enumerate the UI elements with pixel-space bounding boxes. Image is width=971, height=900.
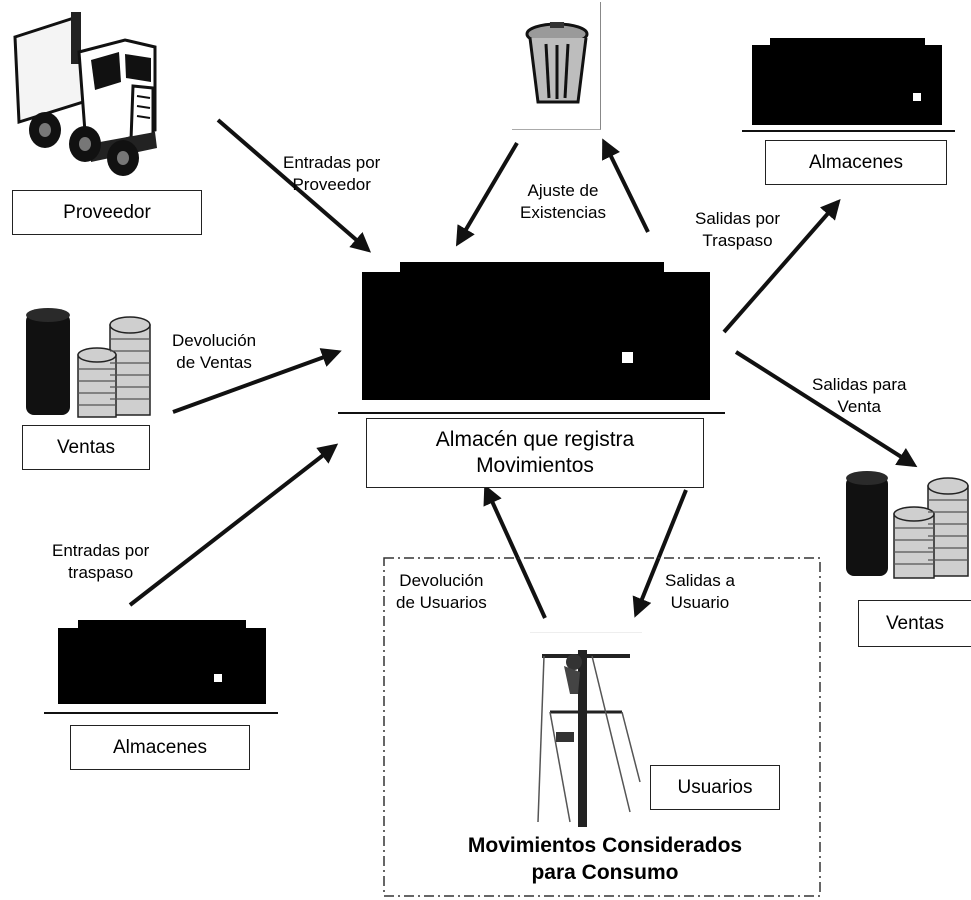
almacenes-top-ground bbox=[742, 130, 955, 132]
edge-label-entradas-traspaso: Entradas por traspaso bbox=[52, 541, 150, 583]
center-box: Almacén que registra Movimientos bbox=[366, 418, 704, 488]
arrow-ventas-to-center bbox=[172, 348, 342, 414]
center-warehouse-building bbox=[362, 272, 710, 400]
edge-label-ajuste: Ajuste de Existencias bbox=[520, 181, 606, 223]
truck-icon bbox=[13, 12, 157, 176]
edge-label-salidas-venta: Salidas para Venta bbox=[812, 375, 907, 417]
arrow-center-to-trash bbox=[602, 138, 650, 233]
ventas-left-box: Ventas bbox=[22, 425, 150, 470]
proveedor-label: Proveedor bbox=[63, 201, 151, 223]
arrow-trash-to-center bbox=[455, 141, 519, 247]
arrow-center-to-ventas-right bbox=[734, 350, 918, 468]
almacenes-bottom-label: Almacenes bbox=[113, 736, 207, 758]
ventas-right-label: Ventas bbox=[885, 612, 945, 634]
almacenes-top-label: Almacenes bbox=[809, 151, 903, 173]
edge-label-salidas-traspaso: Salidas por Traspaso bbox=[695, 209, 781, 251]
almacenes-top-building bbox=[752, 45, 942, 125]
center-label: Almacén que registra Movimientos bbox=[435, 427, 635, 477]
trash-panel bbox=[512, 2, 601, 130]
utility-pole-icon bbox=[530, 632, 642, 827]
almacenes-bottom-box: Almacenes bbox=[70, 725, 250, 770]
edge-label-devolucion-ventas: Devolución de Ventas bbox=[172, 331, 257, 373]
edge-label-salidas-usuario: Salidas a Usuario bbox=[665, 571, 735, 613]
consumo-group-border bbox=[383, 557, 821, 897]
coins-icon-right bbox=[846, 471, 969, 579]
usuarios-box: Usuarios bbox=[650, 765, 780, 810]
ventas-left-label: Ventas bbox=[56, 436, 116, 458]
arrow-proveedor-to-center bbox=[216, 118, 372, 253]
arrow-usuarios-to-center bbox=[483, 484, 547, 619]
arrow-almacenes-to-center bbox=[128, 443, 339, 607]
consumo-group-title: Movimientos Considerados para Consumo bbox=[467, 834, 743, 885]
center-ground bbox=[338, 412, 725, 414]
almacenes-top-box: Almacenes bbox=[765, 140, 947, 185]
ventas-right-box: Ventas bbox=[858, 600, 971, 647]
usuarios-label: Usuarios bbox=[677, 776, 753, 798]
almacenes-bottom-building bbox=[58, 628, 266, 704]
arrow-center-to-usuarios bbox=[632, 489, 688, 618]
edge-label-devolucion-usuarios: Devolución de Usuarios bbox=[396, 571, 487, 613]
arrow-center-to-almacenes-top bbox=[722, 198, 841, 334]
trash-can-icon bbox=[525, 22, 589, 104]
coins-icon bbox=[26, 308, 151, 418]
almacenes-bottom-ground bbox=[44, 712, 278, 714]
proveedor-box: Proveedor bbox=[12, 190, 202, 235]
edge-label-entradas-proveedor: Entradas por Proveedor bbox=[283, 153, 381, 195]
